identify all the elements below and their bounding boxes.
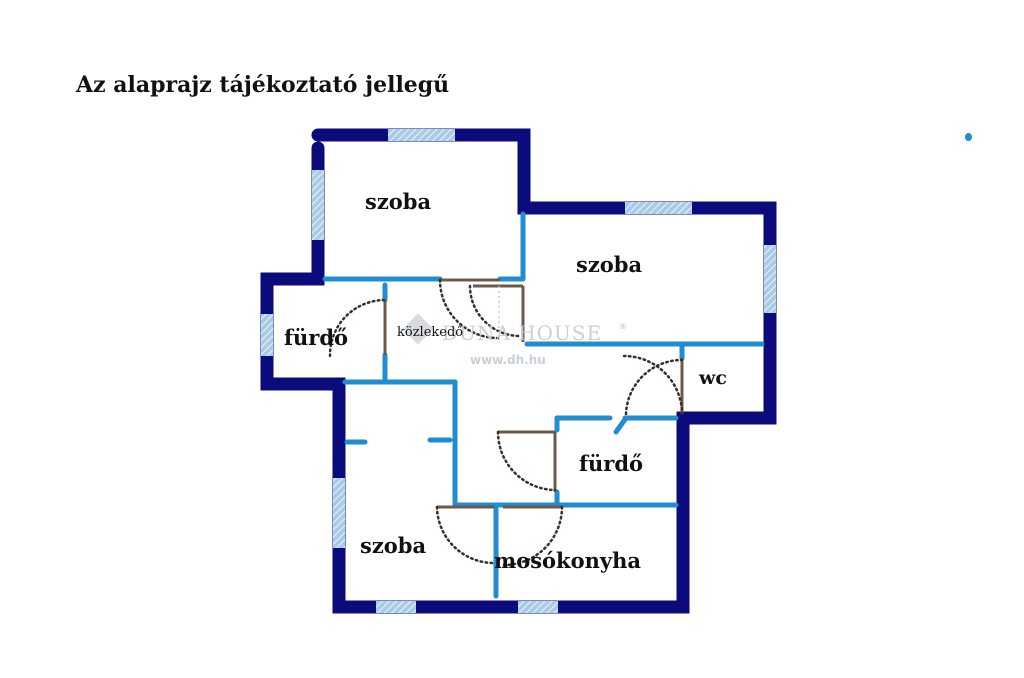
duna-house-logo-icon bbox=[402, 313, 434, 345]
page-title: Az alaprajz tájékoztató jellegű bbox=[76, 72, 450, 98]
watermark: DUNA HOUSE ® www.dh.hu bbox=[402, 313, 627, 367]
door-swing-szoba-top bbox=[438, 278, 500, 340]
window-szoba-bottom bbox=[376, 601, 416, 613]
window-furdo-left bbox=[261, 314, 273, 356]
watermark-url: www.dh.hu bbox=[470, 353, 546, 367]
room-label-szoba-bottom: szoba bbox=[360, 533, 426, 558]
window-right-szoba-side bbox=[764, 245, 776, 313]
windows bbox=[261, 129, 776, 613]
room-label-szoba-right: szoba bbox=[576, 252, 642, 277]
door-swings bbox=[328, 278, 684, 567]
door-swing-wc-b bbox=[624, 358, 684, 416]
exterior-walls bbox=[260, 128, 777, 614]
room-label-wc: wc bbox=[698, 367, 727, 389]
door-swing-furdo-center bbox=[496, 430, 557, 492]
room-label-furdo-center: fürdő bbox=[579, 451, 643, 476]
room-label-furdo-left: fürdő bbox=[284, 325, 348, 350]
marker-dot bbox=[965, 133, 972, 141]
door-swing-szoba-top-b bbox=[468, 284, 522, 338]
window-left-szoba bbox=[312, 170, 324, 240]
window-szoba-bottom-side bbox=[333, 478, 345, 548]
window-right-szoba-top bbox=[625, 202, 692, 214]
interior-walls bbox=[322, 211, 765, 599]
watermark-brand: DUNA HOUSE bbox=[442, 321, 602, 345]
room-label-kozlekedo: közlekedő bbox=[397, 325, 463, 340]
exterior-wall-outline bbox=[260, 128, 777, 614]
door-swing-wc bbox=[622, 354, 684, 416]
door-swing-mosokonyha-a bbox=[435, 505, 496, 565]
room-labels: szoba szoba fürdő közlekedő wc fürdő szo… bbox=[284, 189, 727, 573]
room-label-szoba-top: szoba bbox=[365, 189, 431, 214]
window-mosokonyha bbox=[518, 601, 558, 613]
room-label-mosokonyha: mosókonyha bbox=[494, 548, 641, 573]
watermark-reg: ® bbox=[619, 322, 627, 331]
door-swing-furdo-left bbox=[328, 298, 387, 358]
window-top-szoba bbox=[388, 129, 455, 141]
wall-wc-diagonal bbox=[613, 415, 629, 435]
door-swing-mosokonyha-b bbox=[502, 505, 564, 567]
